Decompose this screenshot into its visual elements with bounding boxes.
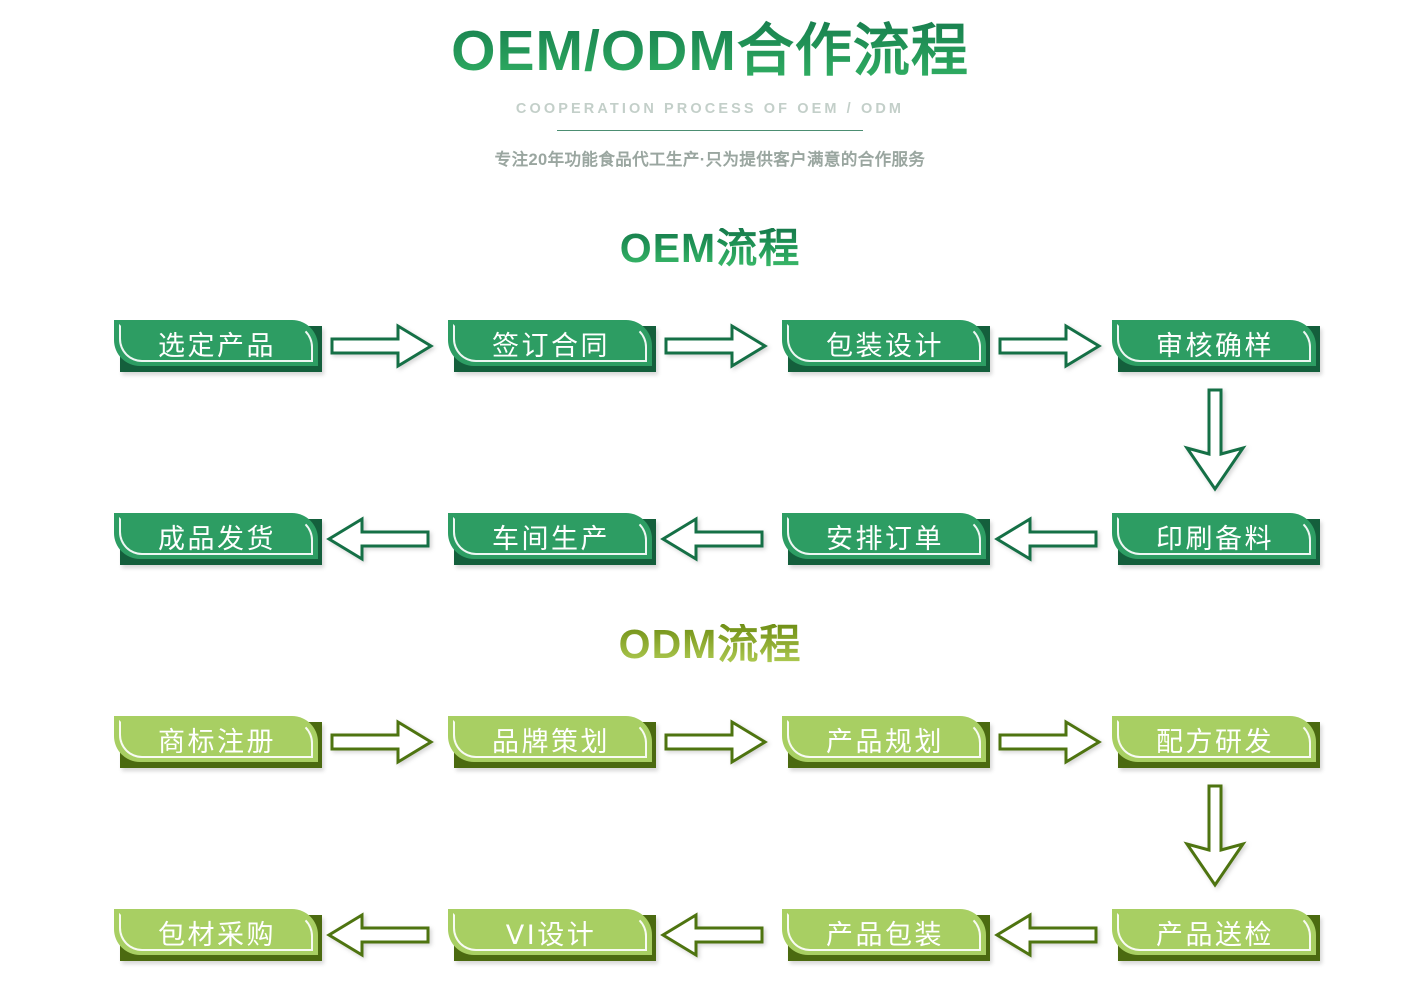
arrow-right-icon (330, 323, 434, 369)
flow-box-label: 安排订单 (826, 523, 944, 555)
odm-section-heading: ODM流程 (0, 624, 1420, 665)
box-face (1112, 716, 1316, 762)
box-face (782, 909, 986, 955)
flow-box-label: 产品规划 (826, 726, 944, 758)
page-tagline: 专注20年功能食品代工生产·只为提供客户满意的合作服务 (494, 150, 926, 169)
arrow-right-icon (664, 719, 768, 765)
arrow-right-icon (998, 323, 1102, 369)
flow-box-label: 审核确样 (1156, 330, 1274, 362)
arrow-left-icon (994, 912, 1098, 958)
flow-box-label: 产品包装 (826, 919, 944, 951)
box-inner-outline (119, 720, 313, 758)
flow-box-label: 产品送检 (1156, 919, 1274, 951)
box-face (114, 909, 318, 955)
arrow-left-icon (660, 912, 764, 958)
box-inner-outline (119, 517, 313, 555)
arrow-right-icon (330, 719, 434, 765)
arrow-right-icon (664, 323, 768, 369)
oem-section-heading: OEM流程 (0, 228, 1420, 269)
box-inner-outline (453, 517, 647, 555)
box-face (114, 716, 318, 762)
page-subtitle-english: COOPERATION PROCESS OF OEM / ODM (515, 100, 905, 117)
arrow-left-icon (994, 516, 1098, 562)
header-divider (557, 129, 863, 131)
flow-box-oem-r2-2[interactable]: 车间生产 (448, 513, 656, 565)
box-face (1112, 513, 1316, 559)
flow-box-oem-r2-3[interactable]: 安排订单 (782, 513, 990, 565)
arrow-down-icon (1183, 388, 1247, 492)
flow-box-label: 印刷备料 (1156, 523, 1274, 555)
arrow-left-icon (660, 516, 764, 562)
flow-box-label: 品牌策划 (492, 726, 610, 758)
box-face (448, 716, 652, 762)
box-inner-outline (1117, 324, 1311, 362)
flow-box-label: VI设计 (505, 919, 597, 951)
box-inner-outline (1117, 517, 1311, 555)
box-inner-outline (119, 913, 313, 951)
flow-box-odm-r2-4[interactable]: 产品送检 (1112, 909, 1320, 961)
box-inner-outline (787, 517, 981, 555)
flow-box-odm-r2-2[interactable]: VI设计 (448, 909, 656, 961)
flow-box-oem-r1-3[interactable]: 包装设计 (782, 320, 990, 372)
flow-box-oem-r2-4[interactable]: 印刷备料 (1112, 513, 1320, 565)
page-header: OEM/ODM合作流程 COOPERATION PROCESS OF OEM /… (0, 0, 1420, 170)
flow-box-label: 配方研发 (1156, 726, 1274, 758)
box-inner-outline (1117, 720, 1311, 758)
box-inner-outline (119, 324, 313, 362)
box-inner-outline (787, 720, 981, 758)
box-inner-outline (787, 324, 981, 362)
flow-box-odm-r1-3[interactable]: 产品规划 (782, 716, 990, 768)
arrow-left-icon (326, 912, 430, 958)
box-face (114, 513, 318, 559)
flow-box-odm-r1-1[interactable]: 商标注册 (114, 716, 322, 768)
box-face (782, 716, 986, 762)
box-face (448, 320, 652, 366)
flow-box-label: 签订合同 (492, 330, 610, 362)
flow-box-odm-r2-3[interactable]: 产品包装 (782, 909, 990, 961)
flow-box-oem-r1-2[interactable]: 签订合同 (448, 320, 656, 372)
box-face (114, 320, 318, 366)
box-face (448, 513, 652, 559)
box-face (782, 320, 986, 366)
arrow-right-icon (998, 719, 1102, 765)
arrow-down-icon (1183, 784, 1247, 888)
flow-box-label: 选定产品 (158, 330, 276, 362)
box-inner-outline (453, 913, 647, 951)
flow-box-odm-r2-1[interactable]: 包材采购 (114, 909, 322, 961)
flow-box-oem-r2-1[interactable]: 成品发货 (114, 513, 322, 565)
arrow-left-icon (326, 516, 430, 562)
flow-box-label: 成品发货 (158, 523, 276, 555)
box-inner-outline (787, 913, 981, 951)
flow-box-odm-r1-4[interactable]: 配方研发 (1112, 716, 1320, 768)
flow-box-oem-r1-4[interactable]: 审核确样 (1112, 320, 1320, 372)
box-face (782, 513, 986, 559)
box-inner-outline (453, 324, 647, 362)
box-inner-outline (453, 720, 647, 758)
box-inner-outline (1117, 913, 1311, 951)
box-face (1112, 909, 1316, 955)
box-face (448, 909, 652, 955)
flow-box-label: 包材采购 (158, 919, 276, 951)
flow-box-label: 车间生产 (492, 523, 610, 555)
flow-box-odm-r1-2[interactable]: 品牌策划 (448, 716, 656, 768)
flow-box-label: 包装设计 (826, 330, 944, 362)
flow-box-oem-r1-1[interactable]: 选定产品 (114, 320, 322, 372)
page-title: OEM/ODM合作流程 (0, 0, 1420, 82)
box-face (1112, 320, 1316, 366)
flow-box-label: 商标注册 (158, 726, 276, 758)
